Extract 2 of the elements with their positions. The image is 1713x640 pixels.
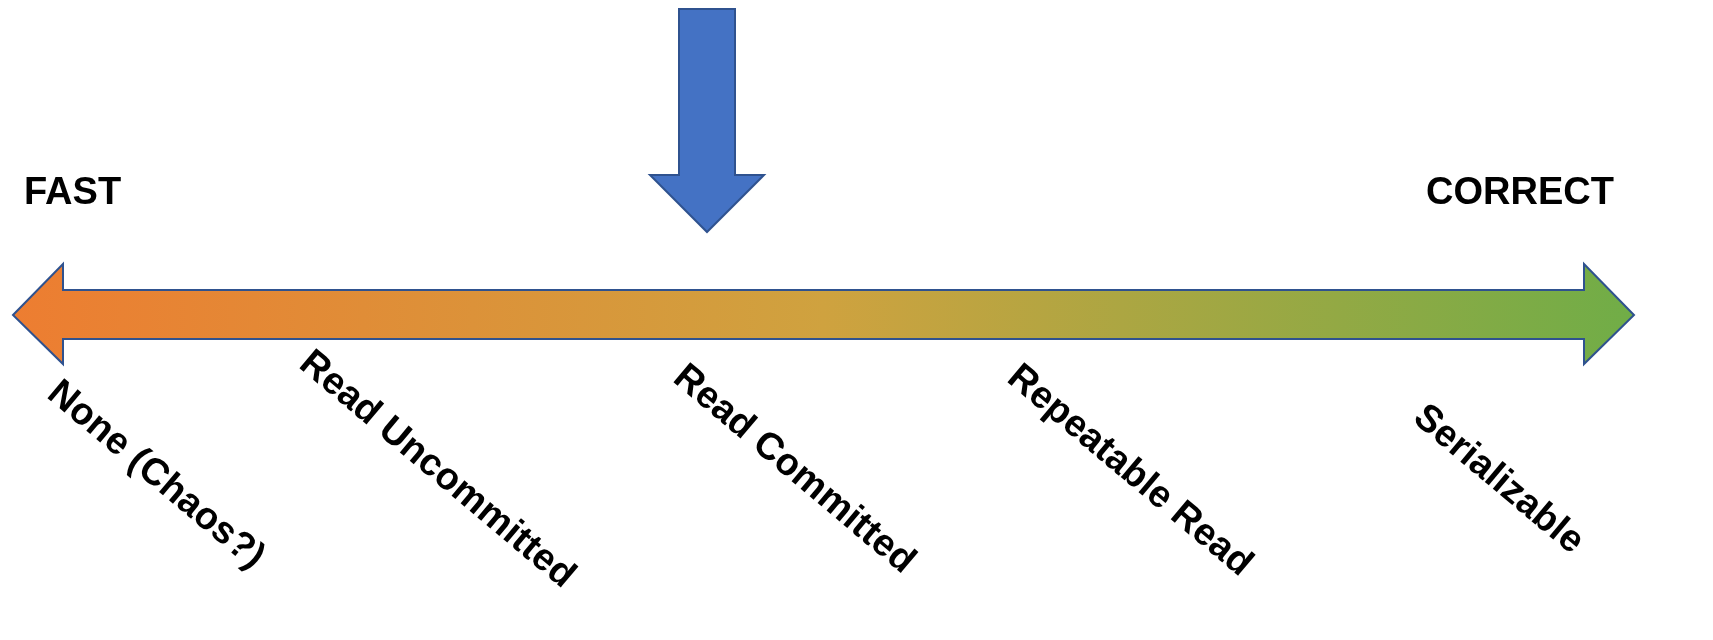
scale-end-label: FAST	[24, 172, 122, 210]
scale-end-label: CORRECT	[1426, 172, 1614, 210]
